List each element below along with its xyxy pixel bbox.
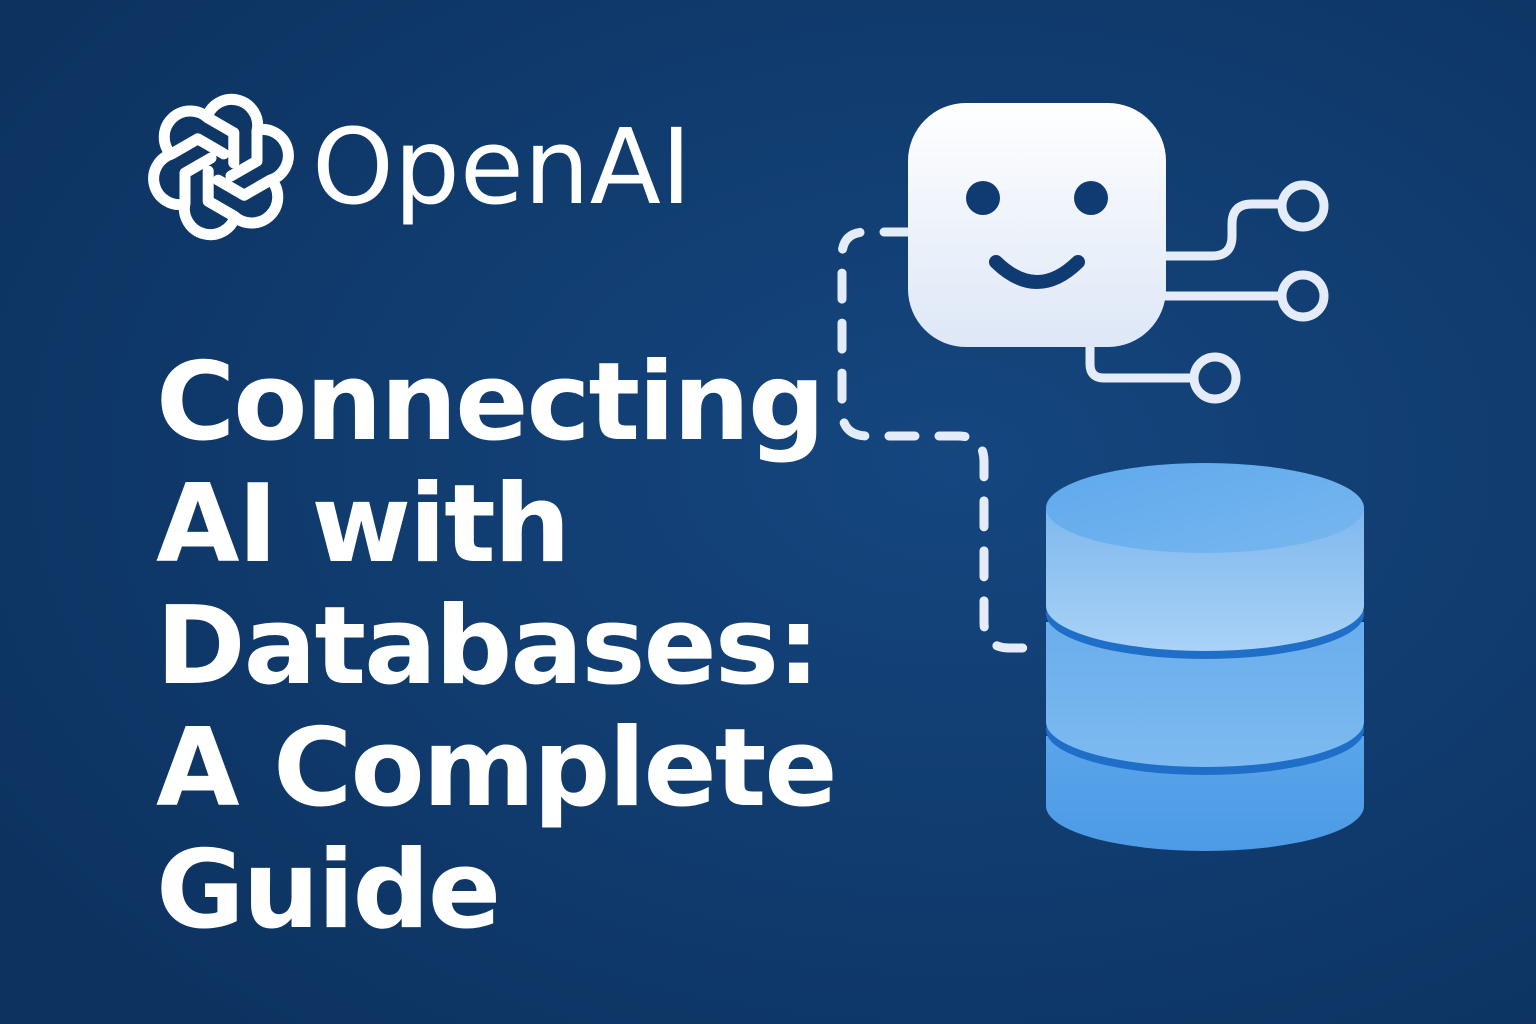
brand-lockup: OpenAI [146, 92, 692, 242]
title-line-5: Guide [156, 828, 501, 953]
page-title: Connecting AI with Databases: A Complete… [156, 342, 856, 952]
smiling-bot-icon [908, 103, 1166, 347]
database-cylinder-icon [1046, 463, 1364, 851]
circuit-node-icon [1189, 352, 1241, 404]
brand-name: OpenAI [312, 106, 692, 228]
openai-knot-icon [148, 93, 294, 241]
circuit-node-icon [1277, 270, 1329, 322]
circuit-lines [1085, 199, 1287, 383]
circuit-node-icon [1277, 180, 1329, 232]
title-line-1: Connecting [156, 340, 825, 465]
title-line-2: AI with [156, 462, 571, 587]
title-line-4: A Complete [156, 706, 838, 831]
dashed-connector [837, 227, 1051, 653]
title-line-3: Databases: [156, 584, 820, 709]
